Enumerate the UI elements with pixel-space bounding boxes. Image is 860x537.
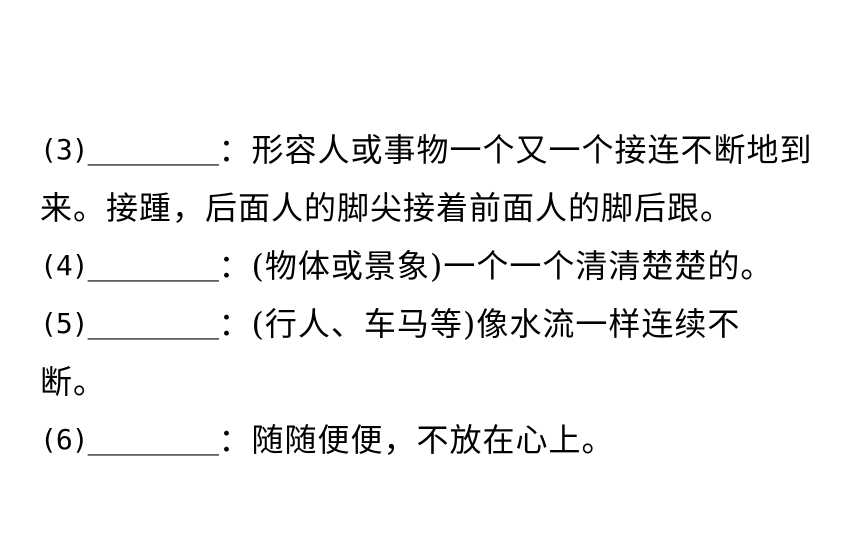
item-number: (6)	[40, 423, 89, 456]
item-5-line: (5)________：(行人、车马等)像水流一样连续不	[40, 295, 860, 353]
item-number: (4)	[40, 249, 89, 282]
item-5-continuation: 断。	[40, 353, 860, 411]
answer-blank[interactable]: ________	[87, 249, 219, 282]
item-definition: ：随随便便，不放在心上。	[218, 421, 615, 459]
item-definition: ：形容人或事物一个又一个接连不断地到	[218, 131, 813, 169]
item-number: (5)	[40, 307, 89, 340]
item-definition-continuation: 断。	[40, 363, 107, 401]
answer-blank[interactable]: ________	[87, 307, 219, 340]
item-3-line: (3)________：形容人或事物一个又一个接连不断地到	[40, 121, 860, 179]
item-number: (3)	[40, 133, 89, 166]
item-6-line: (6)________：随随便便，不放在心上。	[40, 411, 860, 469]
answer-blank[interactable]: ________	[87, 423, 219, 456]
item-definition-continuation: 来。接踵，后面人的脚尖接着前面人的脚后跟。	[40, 189, 734, 227]
answer-blank[interactable]: ________	[87, 133, 219, 166]
item-4-line: (4)________：(物体或景象)一个一个清清楚楚的。	[40, 237, 860, 295]
item-3-continuation: 来。接踵，后面人的脚尖接着前面人的脚后跟。	[40, 179, 860, 237]
item-definition: ：(行人、车马等)像水流一样连续不	[218, 305, 741, 343]
item-definition: ：(物体或景象)一个一个清清楚楚的。	[218, 247, 774, 285]
